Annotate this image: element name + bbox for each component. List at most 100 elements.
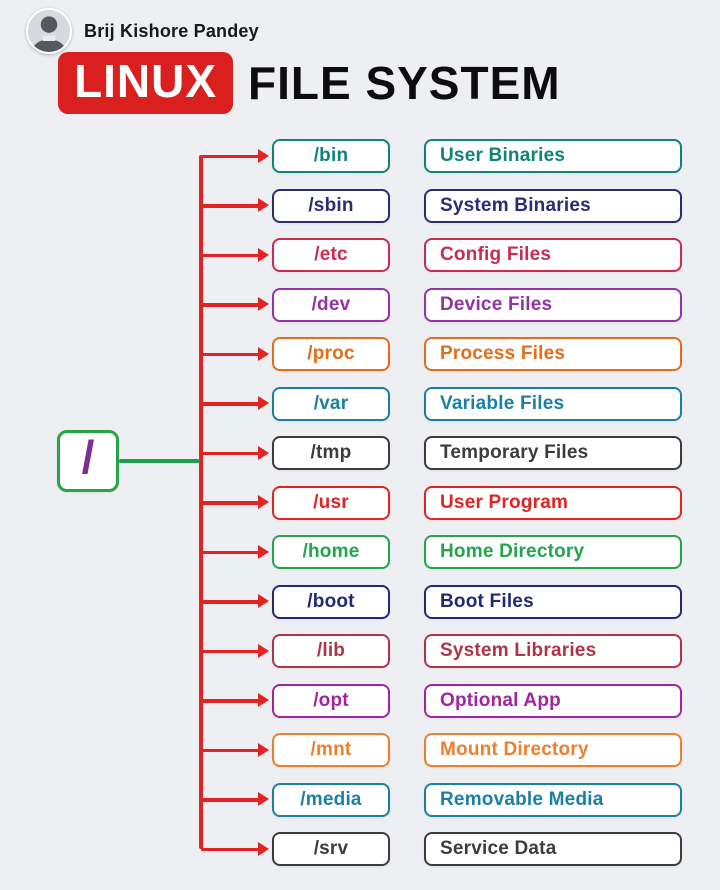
directory-row: /proc Process Files — [0, 337, 720, 371]
directory-description-box: System Binaries — [424, 188, 682, 223]
directory-row: /tmp Temporary Files — [0, 436, 720, 470]
arrow-head — [258, 594, 269, 608]
directory-label: /tmp — [310, 442, 352, 463]
arrow-line — [201, 402, 260, 406]
directory-description-box: Device Files — [424, 287, 682, 322]
directory-description: Service Data — [440, 838, 557, 859]
arrow-line — [201, 699, 260, 703]
avatar — [26, 8, 72, 54]
arrow-right-icon — [0, 387, 270, 421]
arrow-head — [258, 693, 269, 707]
arrow-head — [258, 148, 269, 163]
directory-description-box: Removable Media — [424, 782, 682, 817]
arrow-line — [201, 847, 260, 851]
directory-name-box: /bin — [272, 139, 390, 173]
directory-row: /usr User Program — [0, 485, 720, 520]
directory-name-box: /etc — [272, 238, 390, 272]
directory-row: /home Home Directory — [0, 535, 720, 569]
arrow-line — [201, 501, 260, 505]
directory-description-box: Boot Files — [424, 584, 682, 619]
arrow-head — [258, 198, 269, 212]
directory-name-box: /proc — [272, 337, 390, 371]
directory-name-box: /sbin — [272, 188, 390, 223]
directory-label: /var — [313, 392, 349, 414]
directory-description: Mount Directory — [440, 739, 589, 760]
arrow-head — [258, 297, 269, 311]
arrow-right-icon — [0, 535, 270, 569]
directory-row: /lib System Libraries — [0, 634, 720, 668]
arrow-head — [258, 445, 269, 460]
arrow-head — [258, 247, 269, 262]
root-directory-box: / — [57, 430, 119, 492]
directory-description: Optional App — [440, 689, 561, 711]
header: Brij Kishore Pandey — [26, 8, 259, 54]
root-directory-label: / — [81, 431, 95, 483]
directory-description-box: Temporary Files — [424, 436, 682, 470]
arrow-head — [258, 544, 269, 559]
arrow-line — [201, 154, 260, 158]
directory-row: /bin User Binaries — [0, 139, 720, 173]
arrow-right-icon — [0, 733, 270, 767]
directory-description-box: System Libraries — [424, 634, 682, 668]
arrow-right-icon — [0, 337, 270, 371]
directory-label: /opt — [313, 689, 349, 711]
arrow-right-icon — [0, 139, 270, 173]
directory-description: Variable Files — [440, 392, 565, 414]
arrow-head — [258, 346, 269, 361]
arrow-right-icon — [0, 832, 270, 866]
directory-description-box: Variable Files — [424, 386, 682, 421]
arrow-right-icon — [0, 684, 270, 718]
directory-label: /dev — [311, 293, 351, 315]
directory-label: /sbin — [308, 194, 354, 216]
avatar-photo — [28, 10, 70, 52]
directory-row: /opt Optional App — [0, 683, 720, 718]
directory-row: /var Variable Files — [0, 386, 720, 421]
directory-label: /etc — [314, 244, 348, 265]
author-name: Brij Kishore Pandey — [84, 20, 259, 41]
arrow-right-icon — [0, 585, 270, 619]
arrow-right-icon — [0, 634, 270, 668]
directory-description: Temporary Files — [440, 442, 589, 463]
arrow-right-icon — [0, 189, 270, 223]
arrow-head — [258, 643, 269, 658]
directory-label: /home — [302, 541, 360, 562]
directory-description-box: Home Directory — [424, 535, 682, 569]
directory-description: Boot Files — [440, 590, 534, 612]
directory-label: /lib — [316, 640, 346, 661]
arrow-head — [258, 841, 269, 856]
directory-description: Removable Media — [440, 788, 604, 810]
arrow-right-icon — [0, 288, 270, 322]
directory-description-box: Optional App — [424, 683, 682, 718]
directory-description: Process Files — [440, 343, 566, 364]
directory-row: /media Removable Media — [0, 782, 720, 817]
directory-name-box: /srv — [272, 832, 390, 866]
directory-description-box: Mount Directory — [424, 733, 682, 767]
root-connector-line — [119, 459, 200, 463]
directory-name-box: /home — [272, 535, 390, 569]
directory-description: User Program — [440, 491, 569, 513]
arrow-right-icon — [0, 436, 270, 470]
arrow-head — [258, 495, 269, 509]
directory-row: /dev Device Files — [0, 287, 720, 322]
directory-description-box: Config Files — [424, 238, 682, 272]
arrow-line — [201, 600, 260, 604]
directory-name-box: /boot — [272, 584, 390, 619]
directory-name-box: /mnt — [272, 733, 390, 767]
directory-name-box: /var — [272, 386, 390, 421]
directory-label: /bin — [313, 145, 349, 166]
arrow-head — [258, 742, 269, 757]
arrow-right-icon — [0, 486, 270, 520]
arrow-line — [201, 253, 260, 257]
directory-description: Config Files — [440, 244, 552, 265]
directory-name-box: /opt — [272, 683, 390, 718]
arrow-line — [201, 550, 260, 554]
arrow-line — [201, 649, 260, 653]
arrow-right-icon — [0, 238, 270, 272]
title-linux-badge: LINUX — [58, 52, 233, 114]
directory-label: /media — [300, 788, 362, 810]
directory-row: /etc Config Files — [0, 238, 720, 272]
arrow-right-icon — [0, 783, 270, 817]
directory-description-box: User Program — [424, 485, 682, 520]
title-file-system: FILE SYSTEM — [248, 57, 561, 109]
